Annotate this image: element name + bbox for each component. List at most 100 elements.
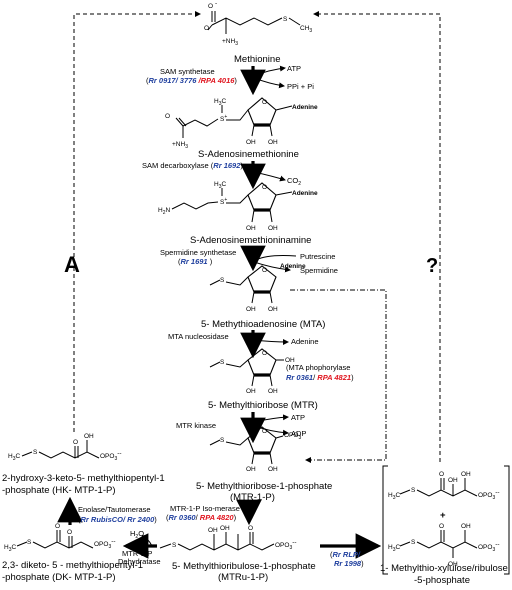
svg-text:OH: OH xyxy=(461,471,471,478)
methionine-structure: O - O +NH3 S CH3 xyxy=(204,0,312,47)
mtru1p-label: 5- Methylthioribulose-1-phosphate xyxy=(172,561,316,572)
mtr-kinase-label: MTR kinase xyxy=(176,421,216,430)
mta-phosphorylase-label: (MTA phophorylase xyxy=(286,363,350,372)
svg-text:S+: S+ xyxy=(220,114,227,123)
svg-text:S: S xyxy=(283,16,288,23)
pathway-q-label: ? xyxy=(426,255,438,277)
svg-text:Adenine: Adenine xyxy=(292,104,318,111)
xylulose-label-2: -5-phosphate xyxy=(414,575,470,586)
xylulose-structures: H3C S O OH OH OPO3-- + H3C S O OH OH OPO… xyxy=(382,465,510,575)
svg-text:ATP: ATP xyxy=(291,413,305,422)
svg-text:Adenine: Adenine xyxy=(280,263,306,270)
svg-text:H3C: H3C xyxy=(388,492,400,501)
svg-text:Adenine: Adenine xyxy=(291,337,319,346)
pathway-q-return xyxy=(313,11,441,462)
svg-text:OH: OH xyxy=(268,388,278,395)
svg-text:OPO3: OPO3 xyxy=(284,432,301,441)
hk-label: 2-hydroxy-3-keto-5- methylthiopentyl-1 xyxy=(2,473,165,484)
svg-text:ADP: ADP xyxy=(291,429,306,438)
enolase-genes: (Rr RubisCO/ Rr 2400) xyxy=(78,515,157,524)
svg-text:S+: S+ xyxy=(220,197,227,206)
svg-text:S: S xyxy=(220,359,225,366)
mtr1p-structure: S O OPO3 OH OH xyxy=(209,426,301,473)
svg-text:O: O xyxy=(208,3,213,10)
svg-text:H3C: H3C xyxy=(4,544,16,553)
spermidine-synthetase-genes: (Rr 1691 ) xyxy=(178,257,213,266)
sam-label: S-Adenosinemethionine xyxy=(198,149,299,160)
rlp-genes-2: Rr 1998) xyxy=(334,559,364,568)
svg-text:O: O xyxy=(262,267,267,274)
mta-phosphorylase-bypass xyxy=(290,289,387,463)
dehydratase-label: MTR-1-P xyxy=(122,549,152,558)
svg-text:CH3: CH3 xyxy=(300,25,312,34)
mtr-label: 5- Methylthioribose (MTR) xyxy=(208,400,318,411)
hk-abbrev: -phosphate (HK- MTP-1-P) xyxy=(2,485,116,496)
svg-text:O: O xyxy=(262,428,267,435)
mtr1p-label: 5- Methylthioribose-1-phosphate xyxy=(196,481,332,492)
svg-text:OH: OH xyxy=(246,225,256,232)
svg-text:O: O xyxy=(439,471,444,478)
enolase-label: Enolase/Tautomerase xyxy=(78,505,151,514)
svg-text:S: S xyxy=(411,487,416,494)
svg-text:+NH3: +NH3 xyxy=(172,141,188,150)
pathway-a-label: A xyxy=(64,252,80,277)
mtr1p-abbrev: (MTR-1-P) xyxy=(230,492,275,503)
svg-text:S: S xyxy=(33,449,38,456)
spermidine-synthetase-label: Spermidine synthetase xyxy=(160,248,236,257)
xylulose-label: 1- Methylthio-xylulose/ribulose xyxy=(380,563,508,574)
svg-text:OH: OH xyxy=(448,477,458,484)
mtr-structure: S O OH OH OH xyxy=(209,348,295,395)
svg-text:Adenine: Adenine xyxy=(292,190,318,197)
svg-text:S: S xyxy=(172,542,177,549)
svg-text:OH: OH xyxy=(268,225,278,232)
svg-text:O: O xyxy=(262,350,267,357)
svg-text:O: O xyxy=(248,525,253,532)
sam-decarboxylase-label: SAM decarboxylase (Rr 1692) xyxy=(142,161,243,170)
sam-synthetase-label: SAM synthetase xyxy=(160,67,215,76)
dehydratase-label-2: Dehydratase xyxy=(118,557,161,566)
rlp-genes-1: (Rr RLP/ xyxy=(330,550,361,559)
isomerase-label: MTR-1-P Iso-merase xyxy=(170,504,240,513)
svg-text:OPO3--: OPO3-- xyxy=(478,541,500,553)
svg-text:OH: OH xyxy=(208,527,218,534)
svg-text:H2N: H2N xyxy=(158,207,170,216)
svg-text:OH: OH xyxy=(246,139,256,146)
isomerase-genes: (Rr 0360/ RPA 4820) xyxy=(166,513,237,522)
dk-structure: H3C S O O OPO3-- xyxy=(4,523,116,553)
putrescine-in xyxy=(255,255,297,261)
svg-text:OH: OH xyxy=(268,466,278,473)
sam-structure: H3C S+ O +NH3 O Adenine OH OH xyxy=(165,97,318,150)
mta-structure: S O Adenine OH OH xyxy=(209,263,306,313)
svg-text:OH: OH xyxy=(268,306,278,313)
svg-text:S: S xyxy=(27,539,32,546)
svg-text:+NH3: +NH3 xyxy=(222,38,238,47)
hk-structure: H3C S O OH OPO3-- xyxy=(8,433,122,462)
mtru1p-structure: S OH OH O OPO3-- xyxy=(159,525,297,551)
svg-text:H3C: H3C xyxy=(8,453,20,462)
mta-nucleosidase-label: MTA nucleosidase xyxy=(168,332,229,341)
svg-text:O: O xyxy=(204,25,209,32)
mta-phosphorylase-genes: Rr 0361/ RPA 4821) xyxy=(286,373,354,382)
svg-text:OH: OH xyxy=(461,523,471,530)
svg-text:Putrescine: Putrescine xyxy=(300,252,335,261)
svg-text:H3C: H3C xyxy=(214,181,226,190)
svg-text:OH: OH xyxy=(246,306,256,313)
svg-text:OH: OH xyxy=(268,139,278,146)
svg-text:ATP: ATP xyxy=(287,64,301,73)
svg-text:OPO3--: OPO3-- xyxy=(478,489,500,501)
svg-text:O: O xyxy=(73,439,78,446)
svg-text:OPO3--: OPO3-- xyxy=(94,538,116,550)
svg-text:O: O xyxy=(165,113,170,120)
svg-text:O: O xyxy=(67,529,72,536)
svg-text:S: S xyxy=(220,277,225,284)
mta-label: 5- Methythioadenosine (MTA) xyxy=(201,319,325,330)
svg-text:H2O: H2O xyxy=(130,529,144,540)
svg-text:-: - xyxy=(215,0,217,7)
svg-text:OH: OH xyxy=(220,525,230,532)
mtru1p-abbrev: (MTRu-1-P) xyxy=(218,572,268,583)
svg-text:H3C: H3C xyxy=(388,544,400,553)
svg-text:Spermidine: Spermidine xyxy=(300,266,338,275)
svg-text:OH: OH xyxy=(84,433,94,440)
svg-text:O: O xyxy=(262,184,267,191)
